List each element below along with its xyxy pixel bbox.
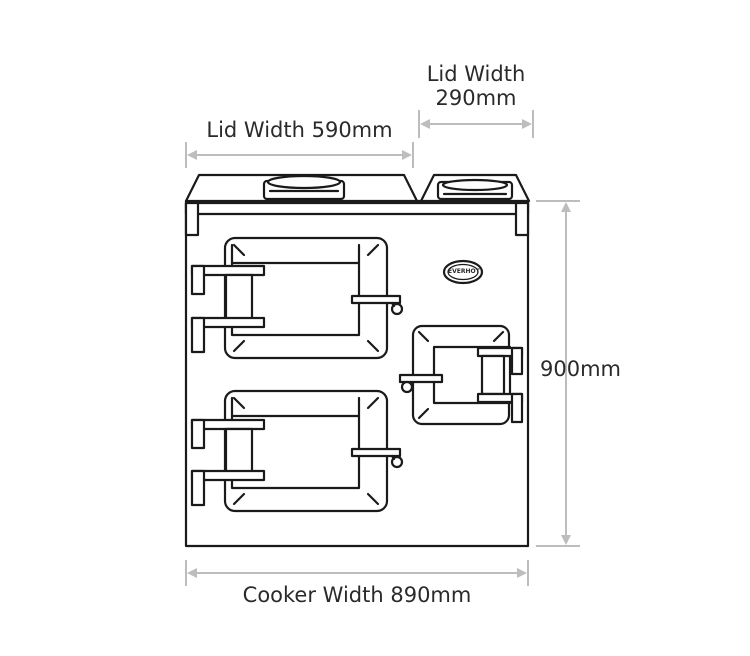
- lid-width-large-label: Lid Width 590mm: [206, 118, 393, 142]
- large-hotplate-lid: [184, 173, 419, 203]
- handrail: [184, 201, 530, 237]
- dimension-lid-width-small: [418, 110, 534, 138]
- cooker-width-label: Cooker Width 890mm: [242, 583, 472, 607]
- height-label: 900mm: [540, 357, 621, 381]
- small-oven-door: [398, 324, 524, 426]
- small-hotplate-lid: [419, 173, 531, 203]
- dimension-cooker-width: [185, 560, 529, 586]
- dimension-lid-width-large: [185, 142, 414, 168]
- everhot-logo: [442, 259, 484, 285]
- upper-oven-door: [190, 236, 404, 360]
- cooker: [184, 173, 531, 548]
- lower-oven-door: [190, 389, 404, 513]
- lid-width-small-label-line2: 290mm: [435, 86, 517, 110]
- lid-width-small-label-line1: Lid Width: [426, 62, 526, 86]
- dimension-height: [536, 200, 580, 547]
- everhot-logo-text: EVERHOT: [448, 268, 480, 275]
- dimension-lines: [185, 110, 580, 586]
